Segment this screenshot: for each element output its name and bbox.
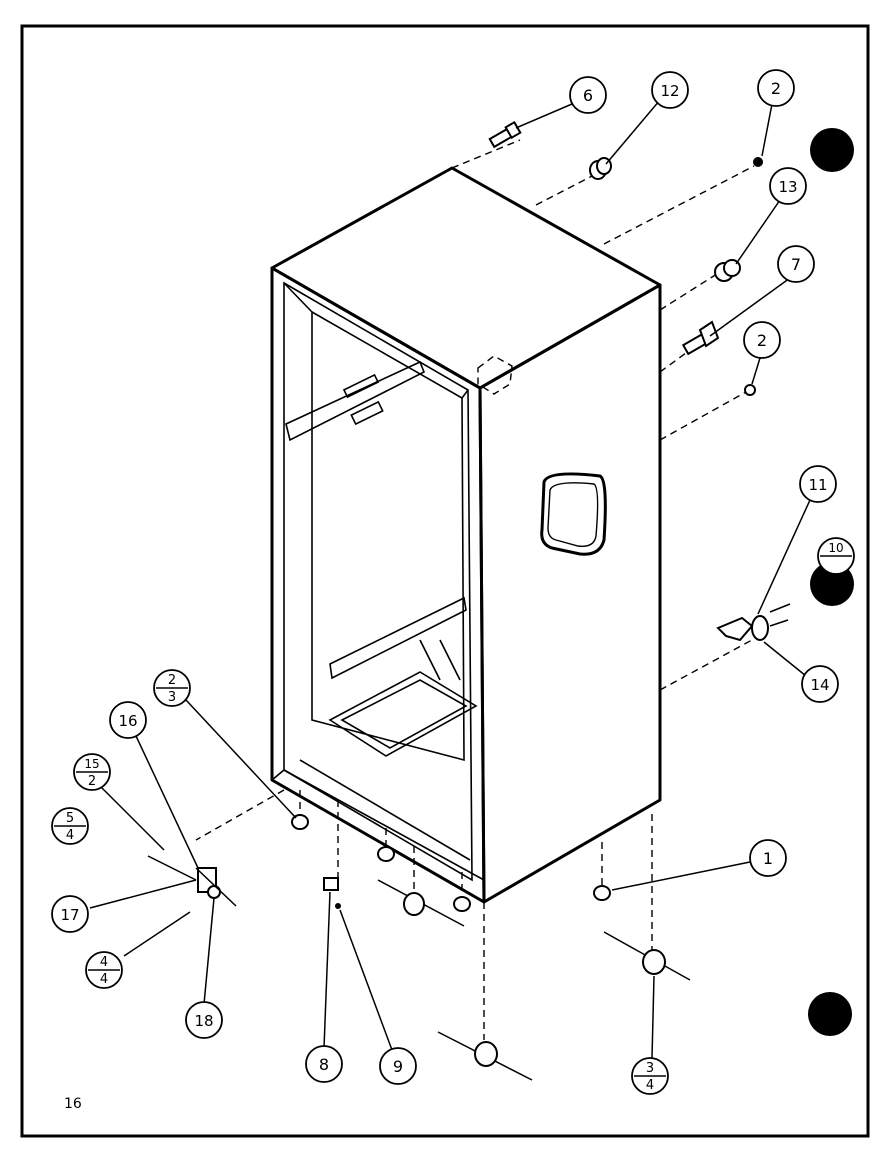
svg-text:17: 17 bbox=[60, 906, 79, 924]
svg-text:5: 5 bbox=[66, 811, 74, 826]
callout-2-top: 2 bbox=[757, 69, 795, 107]
upper-divider bbox=[285, 360, 426, 442]
svg-text:12: 12 bbox=[660, 82, 679, 100]
part-2-screw-top bbox=[753, 157, 763, 167]
part-7-hinge-pin bbox=[681, 320, 720, 356]
roller-bottom bbox=[437, 1031, 533, 1081]
svg-text:3: 3 bbox=[168, 690, 176, 705]
svg-text:2: 2 bbox=[771, 79, 781, 98]
svg-text:15: 15 bbox=[84, 757, 99, 771]
cabinet-opening bbox=[283, 281, 473, 882]
callout-12: 12 bbox=[651, 71, 689, 109]
fraction-callout-10: 10 bbox=[817, 537, 855, 575]
part-11-14-hinge bbox=[716, 603, 791, 642]
lower-divider bbox=[329, 596, 467, 680]
fraction-callout-2-3: 2 3 bbox=[153, 669, 191, 707]
binder-hole-top bbox=[810, 128, 854, 172]
svg-text:10: 10 bbox=[828, 541, 843, 555]
callout-2-mid: 2 bbox=[743, 321, 781, 359]
svg-text:2: 2 bbox=[757, 331, 767, 350]
svg-text:3: 3 bbox=[646, 1061, 654, 1076]
liner-back bbox=[311, 310, 465, 762]
callout-9: 9 bbox=[379, 1047, 417, 1085]
callout-6: 6 bbox=[569, 76, 607, 114]
fraction-callout-4-4: 4 4 bbox=[85, 951, 123, 989]
roller-rear bbox=[603, 931, 691, 981]
callout-leaders bbox=[89, 99, 811, 1059]
svg-text:4: 4 bbox=[646, 1078, 654, 1093]
callout-1: 1 bbox=[749, 839, 787, 877]
svg-text:4: 4 bbox=[66, 828, 74, 843]
cabinet bbox=[270, 166, 662, 904]
part-2-screw bbox=[744, 384, 756, 396]
callout-16: 16 bbox=[109, 701, 147, 739]
roller-front bbox=[377, 879, 465, 927]
fraction-callout-15-2: 15 2 bbox=[73, 753, 111, 791]
svg-text:18: 18 bbox=[194, 1012, 213, 1030]
cabinet-side bbox=[478, 283, 662, 904]
assembly-lines bbox=[195, 139, 755, 1040]
svg-text:11: 11 bbox=[808, 476, 827, 494]
svg-text:4: 4 bbox=[100, 972, 108, 987]
svg-text:1: 1 bbox=[763, 849, 773, 868]
svg-text:2: 2 bbox=[88, 774, 96, 789]
part-8-clip bbox=[323, 877, 341, 909]
callout-7: 7 bbox=[777, 245, 815, 283]
callout-18: 18 bbox=[185, 1001, 223, 1039]
svg-text:7: 7 bbox=[791, 255, 801, 274]
part-6-pin bbox=[488, 120, 522, 149]
svg-text:6: 6 bbox=[583, 86, 593, 105]
callout-8: 8 bbox=[305, 1045, 343, 1083]
cabinet-top bbox=[270, 166, 662, 390]
cabinet-front-frame bbox=[270, 266, 486, 904]
page-number: 16 bbox=[64, 1096, 82, 1112]
fraction-callout-5-4: 5 4 bbox=[51, 807, 89, 845]
leveler-left bbox=[291, 814, 309, 830]
svg-text:9: 9 bbox=[393, 1057, 403, 1076]
leveler-mid bbox=[377, 846, 395, 862]
callouts: 6 12 2 13 7 2 11 14 bbox=[51, 69, 839, 1085]
svg-text:14: 14 bbox=[810, 676, 829, 694]
part-1-leveler bbox=[593, 885, 611, 901]
callout-14: 14 bbox=[801, 665, 839, 703]
page-frame bbox=[20, 24, 870, 1138]
callout-13: 13 bbox=[769, 167, 807, 205]
svg-text:4: 4 bbox=[100, 955, 108, 970]
svg-text:16: 16 bbox=[118, 712, 137, 730]
leveler-right bbox=[453, 896, 471, 912]
fraction-callouts: 2 3 15 2 5 4 4 4 3 4 bbox=[51, 537, 855, 1095]
callout-17: 17 bbox=[51, 895, 89, 933]
side-vent bbox=[540, 472, 607, 556]
binder-holes bbox=[808, 128, 854, 1036]
fraction-callout-3-4: 3 4 bbox=[631, 1057, 669, 1095]
svg-text:13: 13 bbox=[778, 178, 797, 196]
svg-text:2: 2 bbox=[168, 673, 176, 688]
binder-hole-bottom bbox=[808, 992, 852, 1036]
part-16-17-18-bottom-hinge bbox=[147, 855, 237, 907]
crisper-floor bbox=[328, 671, 478, 757]
callout-11: 11 bbox=[799, 465, 837, 503]
svg-text:8: 8 bbox=[319, 1055, 329, 1074]
